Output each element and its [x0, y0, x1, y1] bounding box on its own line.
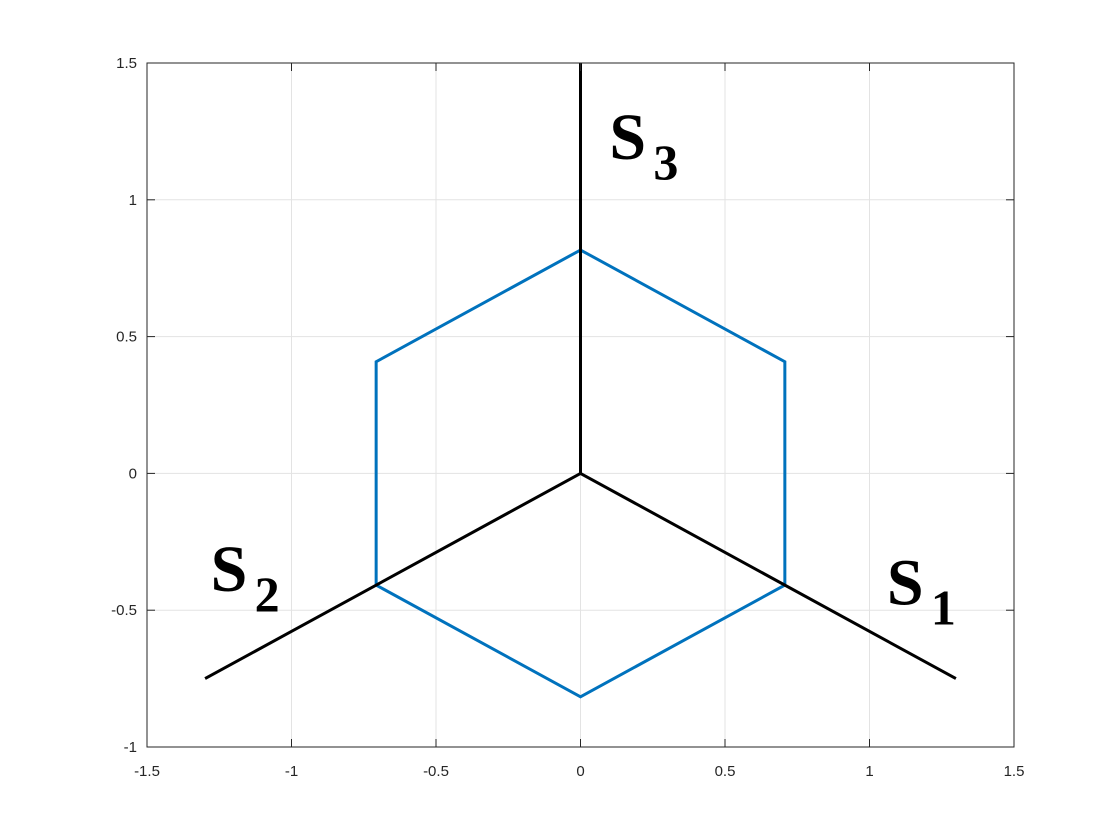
- tick-marks: [146, 62, 1015, 748]
- x-tick-label: -1: [285, 763, 298, 780]
- x-tick-label: 0.5: [715, 763, 736, 780]
- x-tick-labels: -1.5 -1 -0.5 0 0.5 1 1.5: [134, 763, 1024, 780]
- series-lines: [204, 63, 957, 699]
- annotation-base-text: S: [609, 101, 646, 174]
- annotation-base-text: S: [887, 547, 924, 620]
- x-tick-label: 1: [865, 763, 873, 780]
- y-tick-label: 0.5: [116, 329, 137, 346]
- x-tick-label: -0.5: [423, 763, 449, 780]
- annotation-subscript-text: 1: [931, 580, 956, 636]
- y-tick-label: -0.5: [111, 602, 137, 619]
- annotation-base-text: S: [211, 533, 248, 606]
- y-tick-label: -1: [124, 739, 137, 756]
- y-tick-label: 0: [129, 465, 137, 482]
- y-tick-label: 1.5: [116, 55, 137, 72]
- y-tick-labels: -1 -0.5 0 0.5 1 1.5: [111, 55, 137, 756]
- s2-axis-line: [204, 472, 582, 680]
- hexagon-line: [374, 248, 787, 699]
- x-tick-label: -1.5: [134, 763, 160, 780]
- s1-axis-line: [579, 472, 957, 680]
- x-tick-label: 1.5: [1004, 763, 1025, 780]
- x-tick-label: 0: [576, 763, 584, 780]
- annotation-subscript-text: 3: [653, 134, 678, 190]
- y-tick-label: 1: [129, 192, 137, 209]
- annotation-subscript-text: 2: [255, 566, 280, 622]
